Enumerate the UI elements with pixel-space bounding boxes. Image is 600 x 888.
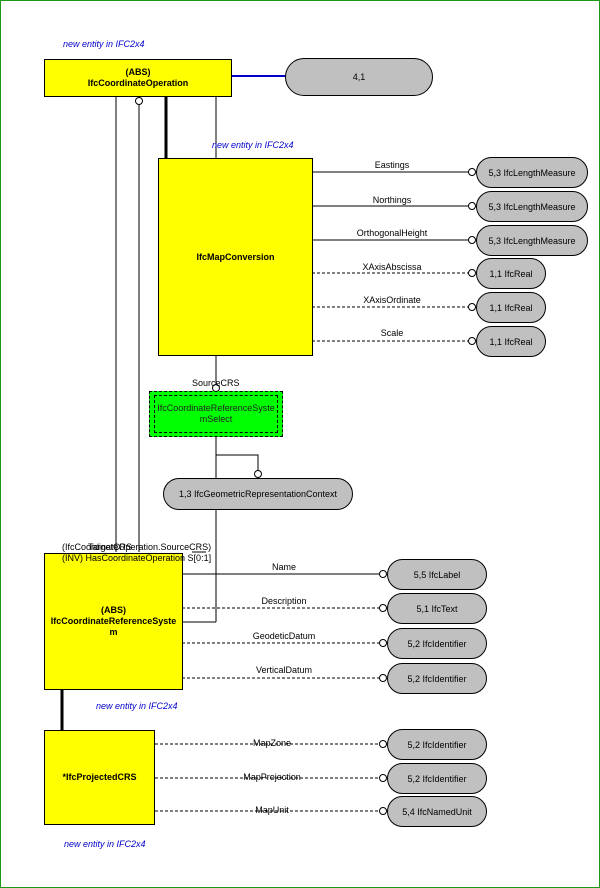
entity-name-line1: IfcCoordinateReferenceSyste [50, 616, 177, 626]
attr-description: Description [261, 596, 307, 606]
attr-geodetic-datum: GeodeticDatum [252, 631, 316, 641]
pill-orthogonal-height-type[interactable]: 5,3 IfcLengthMeasure [476, 225, 588, 256]
attr-name: Name [271, 562, 297, 572]
attr-orthogonal-height: OrthogonalHeight [356, 228, 428, 238]
entity-name-line2: m [109, 627, 118, 637]
entity-name: *IfcProjectedCRS [62, 772, 137, 782]
pill-vertical-datum-type[interactable]: 5,2 IfcIdentifier [387, 663, 487, 694]
inverse-relation-line1: (IfcCoordinateOperation.SourceCRS) [62, 542, 212, 552]
pill-scale-type[interactable]: 1,1 IfcReal [476, 326, 546, 357]
entity-map-conversion[interactable]: IfcMapConversion [158, 158, 313, 356]
attr-xaxis-ordinate: XAxisOrdinate [363, 295, 421, 305]
pill-name-type[interactable]: 5,5 IfcLabel [387, 559, 487, 590]
attr-target-crs: TargetCRS [88, 542, 133, 552]
attr-xaxis-abscissa: XAxisAbscissa [362, 262, 422, 272]
note-new-entity-projected-crs: new entity in IFC2x4 [96, 701, 178, 711]
attr-map-projection: MapProjection [243, 772, 301, 782]
target-crs-circle [135, 97, 143, 105]
pill-xaxis-abscissa-type[interactable]: 1,1 IfcReal [476, 258, 546, 289]
note-new-entity-map-conversion: new entity in IFC2x4 [212, 140, 294, 150]
abs-label: (ABS) [125, 67, 151, 77]
attr-eastings: Eastings [374, 160, 410, 170]
attr-northings: Northings [372, 195, 412, 205]
select-to-context-line [216, 454, 259, 474]
entity-coordinate-reference-system[interactable]: (ABS) IfcCoordinateReferenceSyste m [44, 553, 183, 690]
context-circle [254, 470, 262, 478]
attr-scale: Scale [380, 328, 404, 338]
page-ref-pill[interactable]: 4,1 [285, 58, 433, 96]
attr-vertical-datum: VerticalDatum [255, 665, 313, 675]
entity-name: IfcMapConversion [196, 251, 275, 262]
pill-northings-type[interactable]: 5,3 IfcLengthMeasure [476, 191, 588, 222]
pill-map-zone-type[interactable]: 5,2 IfcIdentifier [387, 729, 487, 760]
pill-geodetic-datum-type[interactable]: 5,2 IfcIdentifier [387, 628, 487, 659]
pill-map-projection-type[interactable]: 5,2 IfcIdentifier [387, 763, 487, 794]
select-name-line2: mSelect [199, 414, 233, 424]
pill-xaxis-ordinate-type[interactable]: 1,1 IfcReal [476, 292, 546, 323]
entity-projected-crs[interactable]: *IfcProjectedCRS [44, 730, 155, 825]
entity-coordinate-operation[interactable]: (ABS) IfcCoordinateOperation [44, 59, 232, 97]
note-new-entity-bottom: new entity in IFC2x4 [64, 839, 146, 849]
pill-eastings-type[interactable]: 5,3 IfcLengthMeasure [476, 157, 588, 188]
entity-name: IfcCoordinateOperation [87, 78, 189, 88]
pill-map-unit-type[interactable]: 5,4 IfcNamedUnit [387, 796, 487, 827]
select-name-line1: IfcCoordinateReferenceSyste [157, 403, 275, 413]
pill-description-type[interactable]: 5,1 IfcText [387, 593, 487, 624]
attr-map-zone: MapZone [252, 738, 292, 748]
attr-source-crs: SourceCRS [192, 378, 240, 388]
attr-map-unit: MapUnit [255, 805, 289, 815]
abs-label: (ABS) [100, 605, 126, 615]
note-new-entity-top: new entity in IFC2x4 [63, 39, 145, 49]
select-crs[interactable]: IfcCoordinateReferenceSyste mSelect [149, 391, 283, 437]
inverse-relation-line2: (INV) HasCoordinateOperation S[0:1] [62, 553, 212, 563]
pill-geometric-context[interactable]: 1,3 IfcGeometricRepresentationContext [163, 478, 353, 510]
